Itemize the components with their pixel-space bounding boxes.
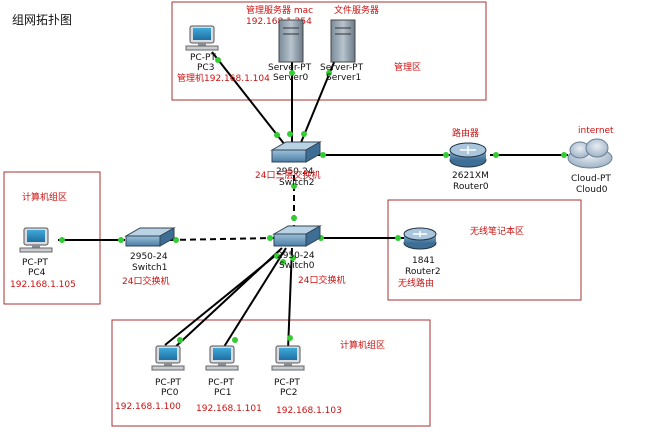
link-pc3-switch2: [211, 51, 286, 146]
router0-model: 2621XM: [452, 171, 489, 181]
switch-icon: [272, 225, 322, 247]
pc4-device[interactable]: PC-PT PC4 192.168.1.105: [10, 227, 76, 290]
computer-zone-left-label: 计算机组区: [22, 191, 67, 203]
pc2-ip: 192.168.1.103: [276, 406, 342, 416]
router-icon: [403, 227, 437, 250]
server0-device[interactable]: 管理服务器 mac 192.168.1.254 Server-PT Server…: [246, 4, 313, 83]
pc0-device[interactable]: PC-PT PC0 192.168.1.100: [115, 345, 185, 412]
pc-icon: [205, 345, 239, 371]
pc3-device[interactable]: PC-PT PC3 管理机192.168.1.104: [177, 25, 270, 84]
switch2-note: 24口三层交换机: [255, 169, 320, 181]
link-switch0-pc1: [221, 247, 287, 351]
switch0-name: Switch0: [279, 261, 315, 271]
pc3-name: PC3: [197, 63, 214, 73]
switch0-model: 2950-24: [277, 251, 315, 261]
link-switch0-pc0-b: [164, 254, 277, 346]
pc-icon: [19, 227, 53, 253]
pc1-ip: 192.168.1.101: [196, 404, 262, 414]
pc0-name: PC0: [161, 388, 179, 398]
management-zone: [171, 1, 487, 101]
server1-device[interactable]: 文件服务器 Server-PT Server1: [320, 4, 379, 83]
switch-icon: [124, 227, 176, 247]
switch1-device[interactable]: 2950-24 Switch1 24口交换机: [122, 227, 176, 287]
links: [58, 51, 568, 351]
cloud0-note: internet: [578, 126, 614, 136]
pc2-name: PC2: [280, 388, 297, 398]
server1-name: Server1: [326, 73, 361, 83]
server0-model: Server-PT: [268, 63, 312, 73]
pc0-ip: 192.168.1.100: [115, 402, 181, 412]
computer-zone-left: [3, 171, 101, 305]
router2-name: Router2: [405, 267, 441, 277]
computer-zone-bottom-label: 计算机组区: [340, 339, 385, 351]
router2-device[interactable]: 1841 Router2 无线路由: [398, 227, 441, 289]
server1-note: 文件服务器: [334, 4, 379, 16]
pc4-name: PC4: [28, 268, 46, 278]
cloud0-model: Cloud-PT: [571, 174, 611, 184]
switch2-device[interactable]: 2950-24 24口三层交换机 Switch2: [255, 141, 322, 188]
pc1-model: PC-PT: [208, 378, 234, 388]
pc3-model: PC-PT: [190, 53, 216, 63]
server1-model: Server-PT: [320, 63, 364, 73]
pc4-ip: 192.168.1.105: [10, 280, 76, 290]
pc-icon: [151, 345, 185, 371]
link-switch0-pc2: [287, 247, 293, 351]
management-zone-label: 管理区: [394, 61, 421, 73]
router-icon: [449, 142, 487, 168]
switch2-model: 2950-24: [276, 167, 314, 177]
router0-note: 路由器: [452, 127, 479, 139]
pc1-device[interactable]: PC-PT PC1 192.168.1.101: [196, 345, 262, 414]
pc4-model: PC-PT: [22, 258, 48, 268]
switch0-note: 24口交换机: [298, 274, 345, 286]
cloud0-name: Cloud0: [576, 185, 608, 195]
server0-note: 管理服务器 mac: [246, 4, 313, 16]
switch1-name: Switch1: [132, 263, 167, 273]
cloud0-device[interactable]: internet Cloud-PT Cloud0: [567, 126, 614, 195]
cloud-icon: [567, 138, 613, 169]
server0-name: Server0: [273, 73, 309, 83]
switch1-model: 2950-24: [130, 252, 168, 262]
pc-icon: [185, 25, 219, 51]
pc1-name: PC1: [214, 388, 231, 398]
switch0-device[interactable]: 2950-24 Switch0 24口交换机: [272, 225, 345, 286]
pc0-model: PC-PT: [155, 378, 181, 388]
pc-icon: [271, 345, 305, 371]
switch1-note: 24口交换机: [122, 275, 169, 287]
wireless-zone-label: 无线笔记本区: [470, 225, 524, 237]
server-icon: [278, 19, 304, 63]
pc3-note: 管理机192.168.1.104: [177, 72, 270, 84]
switch2-name: Switch2: [279, 178, 314, 188]
switch-icon: [270, 141, 322, 163]
pc2-device[interactable]: PC-PT PC2 192.168.1.103: [271, 345, 342, 416]
pc2-model: PC-PT: [274, 378, 300, 388]
router0-name: Router0: [453, 182, 489, 192]
link-switch1-switch0: [169, 237, 276, 241]
server-icon: [330, 19, 356, 63]
router0-device[interactable]: 路由器 2621XM Router0: [449, 127, 489, 192]
computer-zone-bottom: [111, 319, 431, 427]
wireless-zone: [387, 199, 582, 301]
port-dots: [59, 57, 567, 343]
diagram-title: 组网拓扑图: [12, 13, 72, 27]
router2-note: 无线路由: [398, 277, 434, 289]
router2-model: 1841: [412, 256, 435, 266]
